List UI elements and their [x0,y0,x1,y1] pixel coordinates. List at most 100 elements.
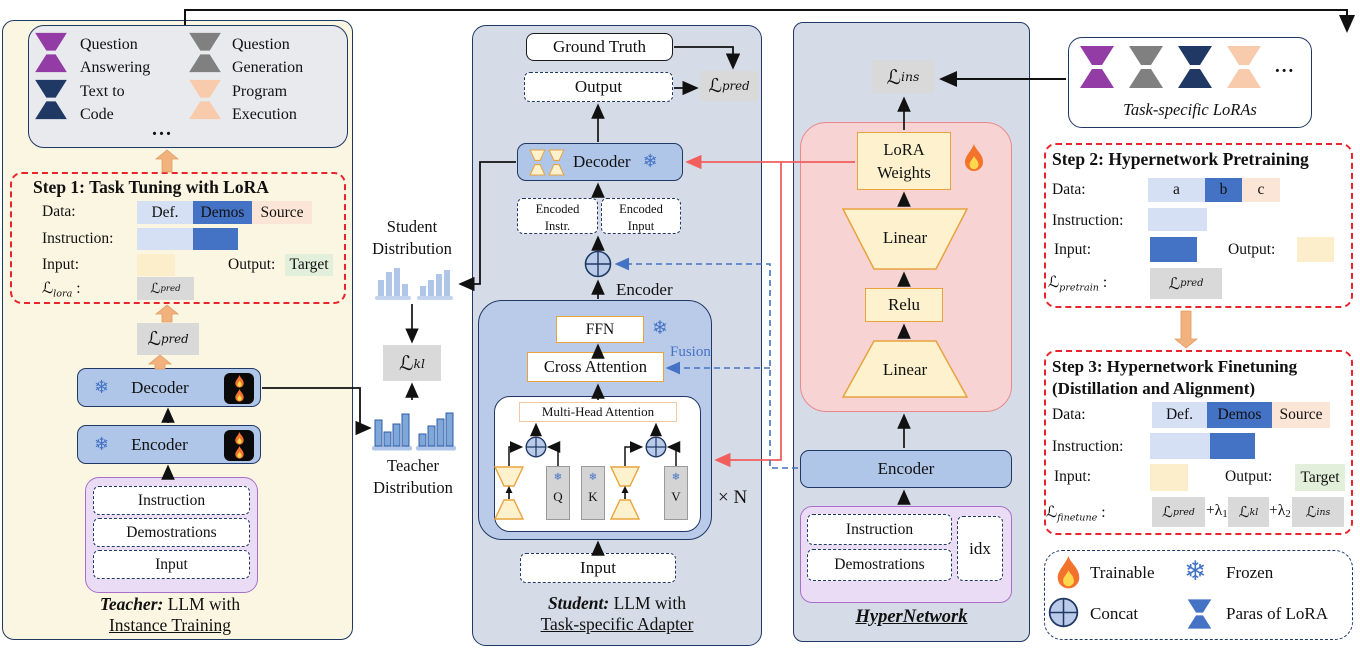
teacher-caption: Teacher: LLM with Instance Training [99,594,241,635]
step1-output-label: Output: [228,256,276,273]
hypernetwork-instruction-box: Instruction [807,514,952,545]
concat-icon [584,250,612,278]
task-label: Question [80,36,138,53]
step3-box [1044,350,1353,535]
step2-box [1044,143,1353,308]
step2-title: Step 2: Hypernetwork Pretraining [1052,149,1309,169]
bar-input [137,254,175,276]
peach-arrow-down [1173,310,1199,349]
snowflake-icon: ❄ [94,433,110,455]
bowtie-icon-blue [1187,599,1212,629]
teacher-encoder: ❄ Encoder [77,425,261,464]
teacher-instruction-box: Instruction [93,486,250,515]
ellipsis: ... [1275,56,1296,77]
bar-target: Target [1295,464,1345,491]
hypernetwork-encoder: Encoder [800,450,1012,488]
legend-concat: Concat [1090,604,1139,623]
multi-head-attention-bar: Multi-Head Attention [519,402,677,422]
student-caption: Student: LLM with Task-specific Adapter [540,593,694,634]
task-label: Execution [232,106,297,124]
student-decoder: Decoder ❄ [517,143,683,181]
task-item-text-to-code [34,79,68,120]
bowtie-icon-purple [1080,46,1114,88]
bar-instruction-light [137,228,193,250]
bar-output-yellow [1297,237,1334,262]
lora-adapter-bowtie [609,466,641,520]
snowflake-icon: ❄ [642,151,658,172]
step2-output-label: Output: [1228,241,1276,258]
bowtie-icon-gray [189,32,221,73]
step3-output-label: Output: [1225,468,1273,485]
legend-trainable: Trainable [1090,563,1155,582]
step3-title: Step 3: Hypernetwork Finetuning (Distill… [1052,357,1298,399]
ellipsis: ... [152,118,173,140]
teacher-distribution-icon [416,412,456,451]
legend-box [1044,550,1353,640]
bowtie-icon-navy [1178,46,1212,88]
concat-icon [525,436,547,458]
task-label: Answering [80,59,151,77]
bowtie-icon-navy [35,79,67,120]
flame-icon [234,374,244,388]
task-item-question-answering [34,32,68,73]
student-encoder-label: Encoder [616,280,673,299]
step3-input-label: Input: [1054,468,1092,485]
bowtie-icon-yellow [548,149,565,175]
ffn-box: FFN [556,316,644,343]
snowflake-icon: ❄ [1184,556,1207,587]
bar-instruction-light [1148,208,1207,231]
step1-title: Step 1: Task Tuning with LoRA [33,177,269,197]
task-label: Question [232,36,290,53]
bowtie-icon-gray [1129,46,1163,88]
cross-attention-box: Cross Attention [527,352,664,382]
bar-demos: Demos [193,201,252,224]
flame-icon [234,388,244,402]
linear-bottom-label: Linear [882,360,928,379]
relu-box: Relu [865,288,943,322]
task-item-program-execution [188,79,222,120]
bar-instruction-blue [193,228,238,250]
teacher-distribution-icon [372,413,412,451]
step1-data-label: Data: [42,203,76,220]
snowflake-icon: ❄ [671,472,681,483]
fusion-label: Fusion [670,344,711,360]
task-label: Program [232,83,288,100]
student-decoder-label: Decoder [573,152,631,171]
lambda2-label: +λ2 [1269,502,1291,520]
step1-loss-label: ℒlora : [42,279,81,300]
snowflake-icon: ❄ [94,376,110,398]
trainable-lora-badge [224,373,254,404]
step2-instruction-label: Instruction: [1052,212,1124,229]
output-box: Output [524,72,673,102]
step2-input-label: Input: [1054,241,1092,258]
q-weight-box: ❄ Q [546,466,570,520]
student-input-box: Input [520,553,676,583]
teacher-decoder-label: Decoder [131,377,189,397]
task-item-question-generation [188,32,222,73]
step3-data-label: Data: [1052,406,1086,423]
step2-data-label: Data: [1052,181,1086,198]
linear-trapezoid-top [842,208,968,270]
hypernetwork-demonstrations-box: Demostrations [807,549,952,581]
bar-source: Source [252,201,312,224]
snowflake-icon: ❄ [652,317,668,339]
linear-trapezoid-bottom [842,340,968,398]
bar-target: Target [285,254,333,276]
bowtie-icon-purple [35,32,67,73]
step1-instruction-label: Instruction: [42,230,114,247]
bar-def: Def. [1152,402,1207,428]
step3-instruction-label: Instruction: [1052,438,1124,455]
step3-loss-label: ℒfinetune : [1046,503,1106,524]
bowtie-icon-yellow [529,149,546,175]
trainable-lora-badge [224,430,254,461]
flame-icon [1057,556,1080,589]
ground-truth-box: Ground Truth [526,33,673,61]
